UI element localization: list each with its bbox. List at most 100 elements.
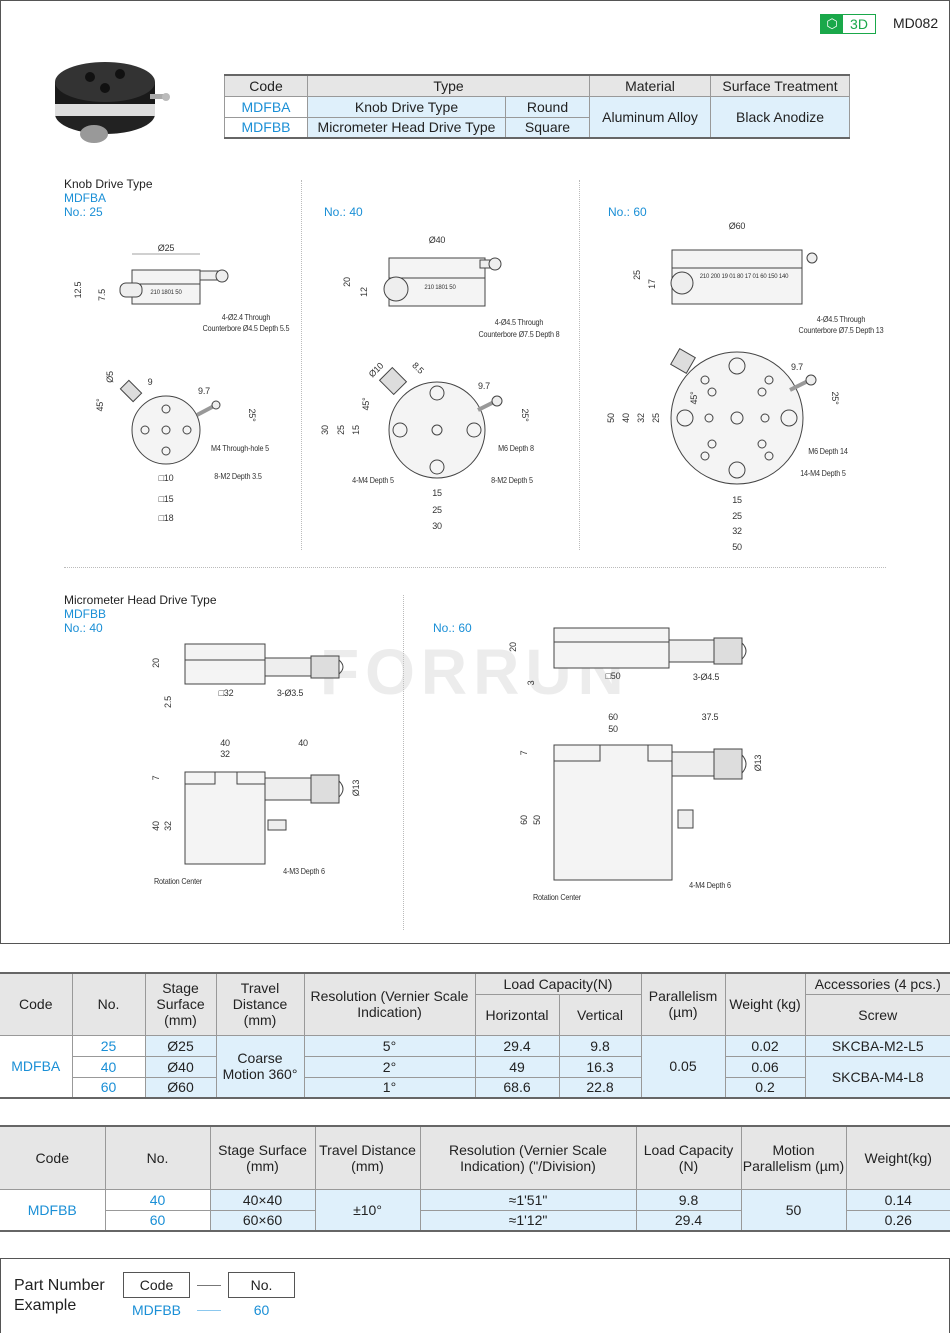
dim-label: 7 <box>519 750 529 756</box>
product-image <box>55 62 170 143</box>
callout-label: 4-Ø2.4 Through <box>221 312 271 322</box>
header-weight: Weight(kg) <box>845 1125 950 1190</box>
dim-label: 20 <box>342 277 352 287</box>
dim-label: 50 <box>532 815 542 825</box>
stage-cell: Ø40 <box>144 1055 217 1078</box>
dim-label: 17 <box>647 279 657 289</box>
header-resolution: Resolution (Vernier Scale Indication) <box>303 972 476 1036</box>
header-no: No. <box>71 972 146 1036</box>
header-resolution: Resolution (Vernier Scale Indication) ("… <box>419 1125 637 1190</box>
no-link[interactable]: 40 <box>104 1188 211 1211</box>
code-link[interactable]: MDFBB <box>224 116 308 139</box>
dim-label: 15 <box>432 488 442 498</box>
no-box: No. <box>228 1272 295 1298</box>
header-travel: Travel Distance (mm) <box>215 972 305 1036</box>
type-cell: Micrometer Head Drive Type <box>307 116 506 139</box>
dim-label: □10 <box>158 473 174 483</box>
dim-label: 45° <box>95 398 105 412</box>
header-code: Code <box>0 972 73 1036</box>
dim-label: 50 <box>732 542 742 552</box>
separator-dash <box>197 1310 221 1311</box>
screw-cell: SKCBA-M4-L8 <box>804 1055 950 1099</box>
knob-no-60: No.: 60 <box>608 205 647 219</box>
resolution-cell: 1° <box>303 1076 476 1099</box>
dim-label: 37.5 <box>701 712 719 722</box>
dim-label: 40 <box>621 413 631 423</box>
product-code: MD082 <box>893 15 939 31</box>
dim-label: Ø25 <box>157 243 175 253</box>
header-vertical: Vertical <box>558 993 642 1036</box>
header-travel: Travel Distance (mm) <box>314 1125 421 1190</box>
callout-label: 3-Ø4.5 <box>692 672 720 682</box>
dim-label: 40 <box>220 738 230 748</box>
mdfbb-spec-table: Code No. Stage Surface (mm) Travel Dista… <box>0 1125 950 1232</box>
no-link[interactable]: 25 <box>71 1034 146 1057</box>
dim-label: 32 <box>220 749 230 759</box>
no-link[interactable]: 60 <box>72 1076 146 1099</box>
code-link[interactable]: MDFBA <box>0 1034 73 1099</box>
dim-label: 60 <box>519 815 529 825</box>
scale-text: 210 1801 50 <box>150 290 182 296</box>
vertical-cell: 22.8 <box>558 1076 642 1099</box>
dim-label: 12.5 <box>73 281 83 299</box>
type-cell: Knob Drive Type <box>307 95 506 118</box>
header-type: Type <box>306 74 591 97</box>
dim-label: 2.5 <box>163 696 173 708</box>
dim-label: 25 <box>732 511 742 521</box>
stage-cell: 40×40 <box>209 1188 316 1211</box>
divider <box>403 595 404 930</box>
callout-label: Rotation Center <box>153 876 203 886</box>
no-link[interactable]: 40 <box>72 1055 146 1078</box>
dim-label: □18 <box>158 513 174 523</box>
dim-label: 15 <box>351 425 361 435</box>
dim-label: 25 <box>651 413 661 423</box>
callout-label: M6 Depth 14 <box>808 446 848 456</box>
dim-label: 20 <box>151 658 161 668</box>
dim-label: 20 <box>508 642 518 652</box>
dim-label: 40 <box>298 738 308 748</box>
dim-label: 45° <box>361 397 371 411</box>
dim-label: 50 <box>608 724 618 734</box>
part-number-label-line2: Example <box>14 1297 77 1314</box>
code-link[interactable]: MDFBA <box>224 95 308 118</box>
knob-section-title: Knob Drive Type <box>64 177 153 191</box>
dim-label: 25 <box>336 425 346 435</box>
code-link[interactable]: MDFBB <box>0 1188 106 1232</box>
surface-cell: Black Anodize <box>710 95 851 139</box>
header-code: Code <box>0 1125 106 1190</box>
dim-label: 9.7 <box>478 381 490 391</box>
no-link[interactable]: 60 <box>105 1209 211 1232</box>
dim-label: 45° <box>689 391 699 405</box>
weight-cell: 0.06 <box>724 1055 806 1078</box>
dim-label: 30 <box>432 521 442 531</box>
dim-label: 25° <box>520 408 530 422</box>
dim-label: Ø5 <box>105 371 115 383</box>
header-stage: Stage Surface (mm) <box>144 972 217 1036</box>
stage-cell: Ø25 <box>144 1034 217 1057</box>
stage-cell: 60×60 <box>209 1209 316 1232</box>
3d-model-button[interactable]: ⬡ 3D <box>820 14 876 34</box>
callout-label: M4 Through-hole 5 <box>210 443 270 453</box>
part-number-label: Part Number Example <box>14 1276 105 1316</box>
dim-label: 9.7 <box>791 362 803 372</box>
travel-cell: Coarse Motion 360° <box>215 1034 305 1099</box>
header-screw: Screw <box>804 993 950 1036</box>
header-load: Load Capacity(N) <box>474 972 642 995</box>
callout-label: 4-M4 Depth 6 <box>689 880 731 890</box>
mdfba-spec-table: Code No. Stage Surface (mm) Travel Dista… <box>0 972 950 1099</box>
parallelism-cell: 50 <box>740 1188 847 1232</box>
resolution-cell: 2° <box>303 1055 476 1078</box>
dim-label: 15 <box>732 495 742 505</box>
scale-text: 210 200 19 01 80 17 01 60 150 140 <box>699 274 789 280</box>
dim-label: 7.5 <box>97 289 107 301</box>
header-parallelism: Motion Parallelism (µm) <box>740 1125 847 1190</box>
separator-dash <box>197 1285 221 1286</box>
vertical-cell: 9.8 <box>558 1034 642 1057</box>
header-accessories: Accessories (4 pcs.) <box>804 972 950 995</box>
micro-no-60: No.: 60 <box>433 621 472 635</box>
header-horizontal: Horizontal <box>475 993 560 1036</box>
callout-label: 4-M3 Depth 6 <box>283 866 325 876</box>
dim-label: 25 <box>632 270 642 280</box>
callout-label: 8-M2 Depth 5 <box>491 475 533 485</box>
